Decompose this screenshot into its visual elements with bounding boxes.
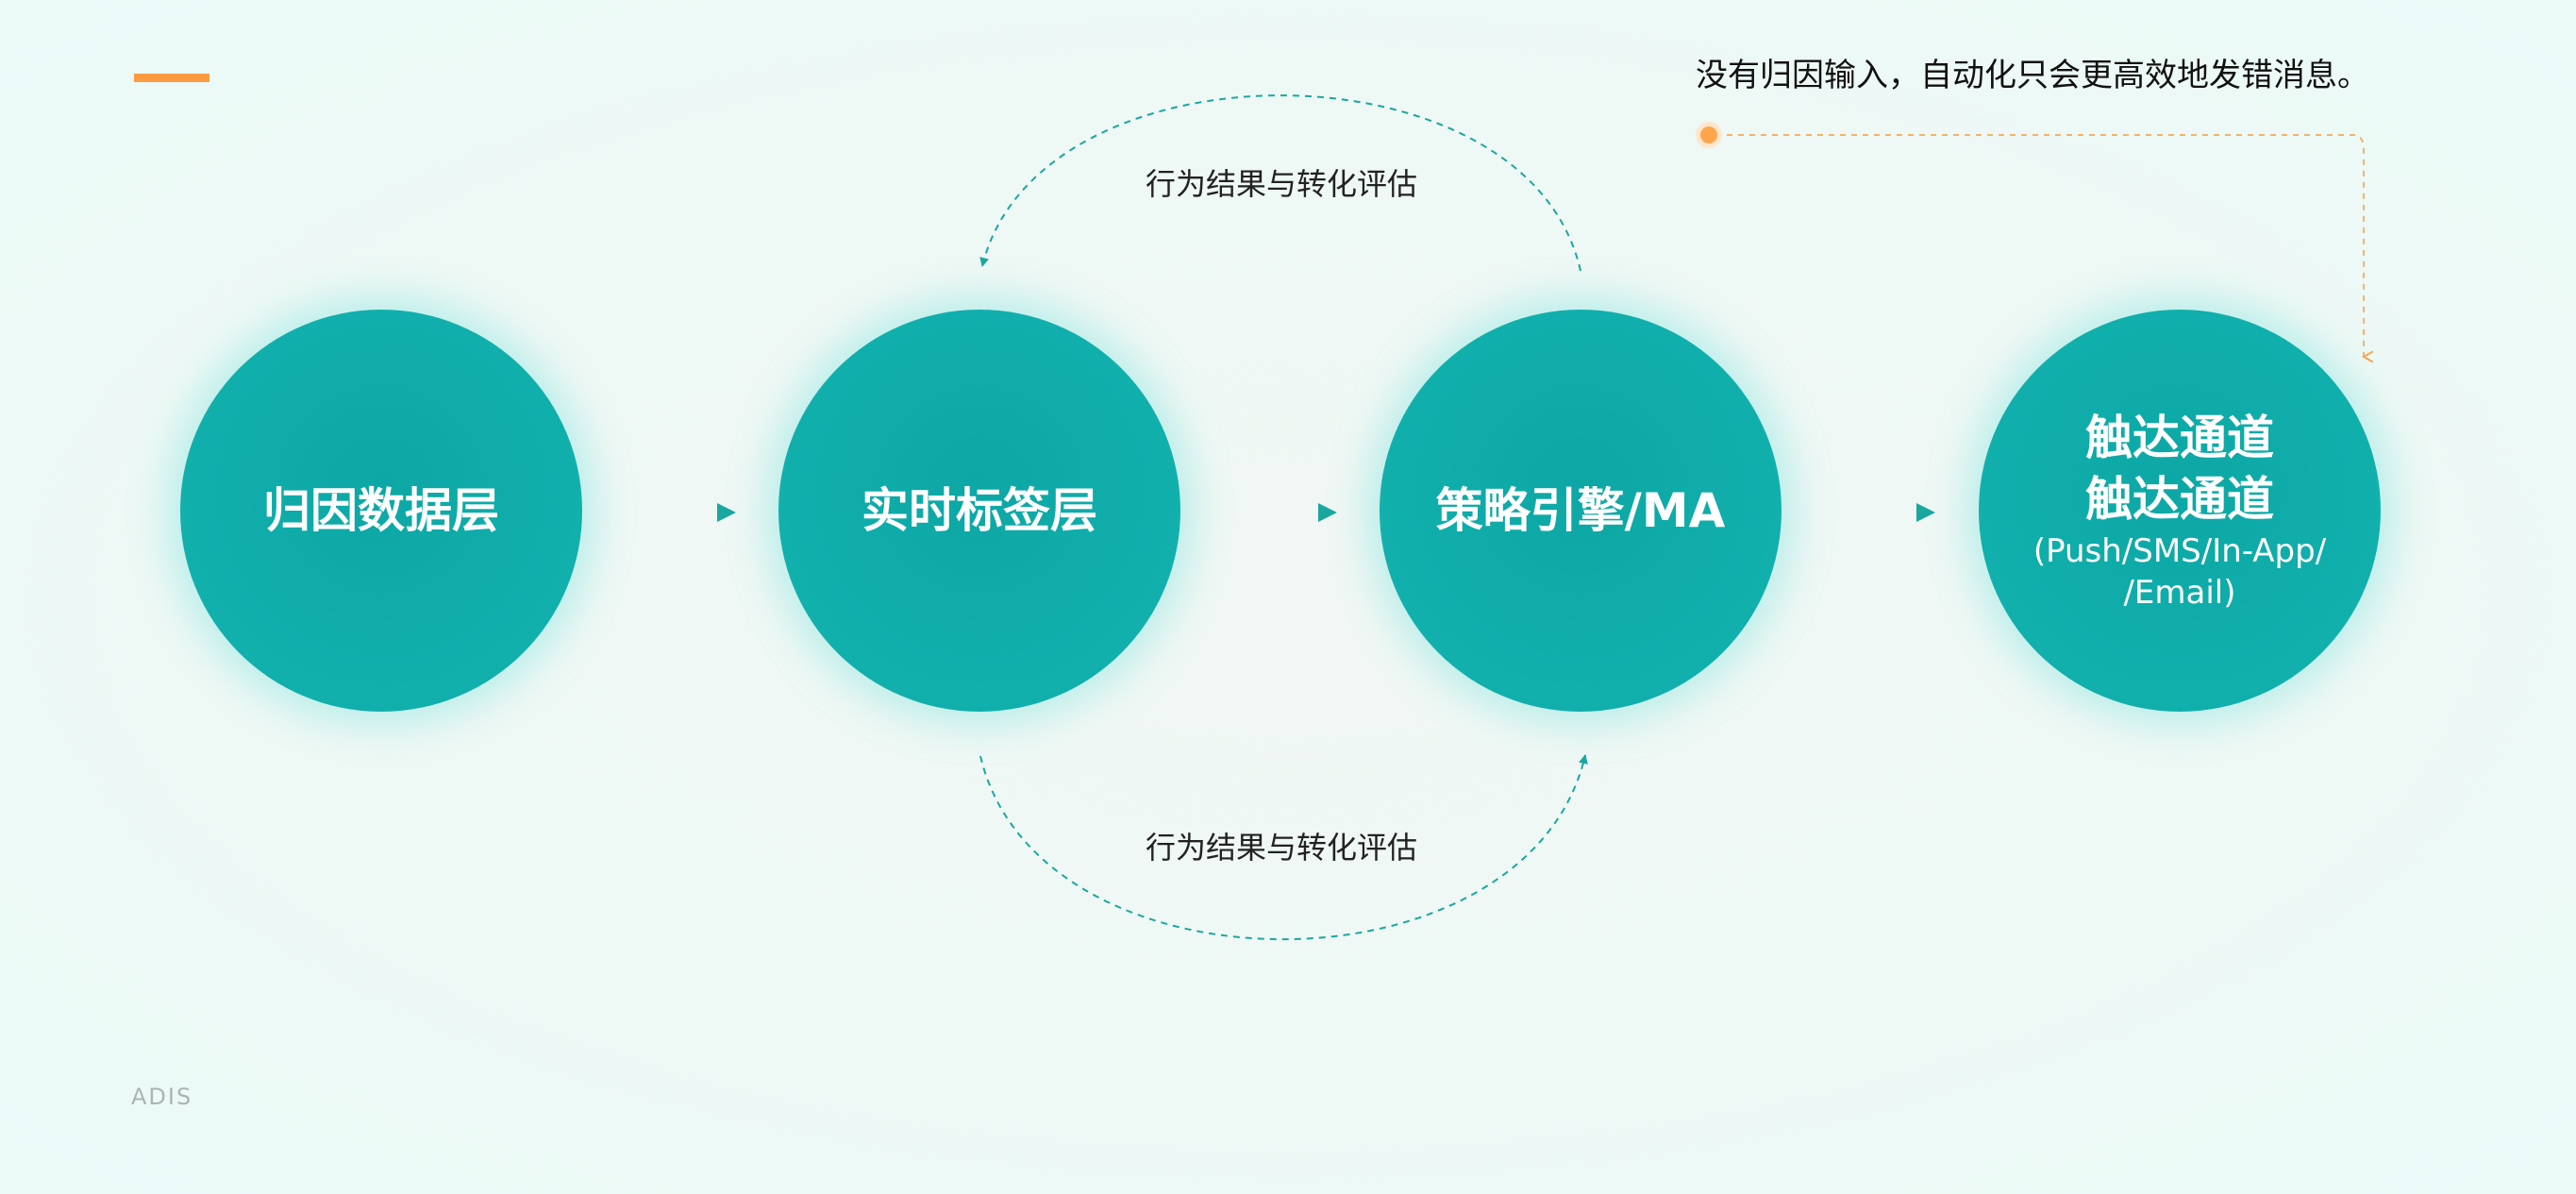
warning-note: 没有归因输入，自动化只会更高效地发错消息。: [1696, 57, 2369, 94]
node-title: 归因数据层: [263, 482, 499, 538]
feedback-arc-bottom: [979, 754, 1588, 940]
node-title: 实时标签层: [861, 482, 1097, 538]
node-attribution-data: 归因数据层: [180, 310, 582, 712]
node-subtitle: (Push/SMS/In-App/: [2032, 531, 2327, 570]
bottom-loop-label: 行为结果与转化评估: [1145, 830, 1418, 866]
node-title: 触达通道: [2085, 410, 2274, 465]
node-title: 策略引擎/MA: [1435, 482, 1726, 538]
accent-bar: [134, 74, 209, 82]
node-realtime-tags: 实时标签层: [778, 310, 1180, 712]
feedback-arc-top: [979, 94, 1581, 272]
node-title-duplicate: 触达通道: [2085, 471, 2274, 527]
top-loop-label: 行为结果与转化评估: [1145, 166, 1418, 202]
orange-dashed-connector: [1727, 134, 2374, 363]
node-subtitle: /Email): [2123, 574, 2236, 612]
brand-label: ADIS: [131, 1084, 193, 1110]
node-touch-channels: 触达通道 触达通道 (Push/SMS/In-App/ /Email): [1979, 310, 2381, 712]
node-strategy-engine: 策略引擎/MA: [1380, 310, 1781, 712]
